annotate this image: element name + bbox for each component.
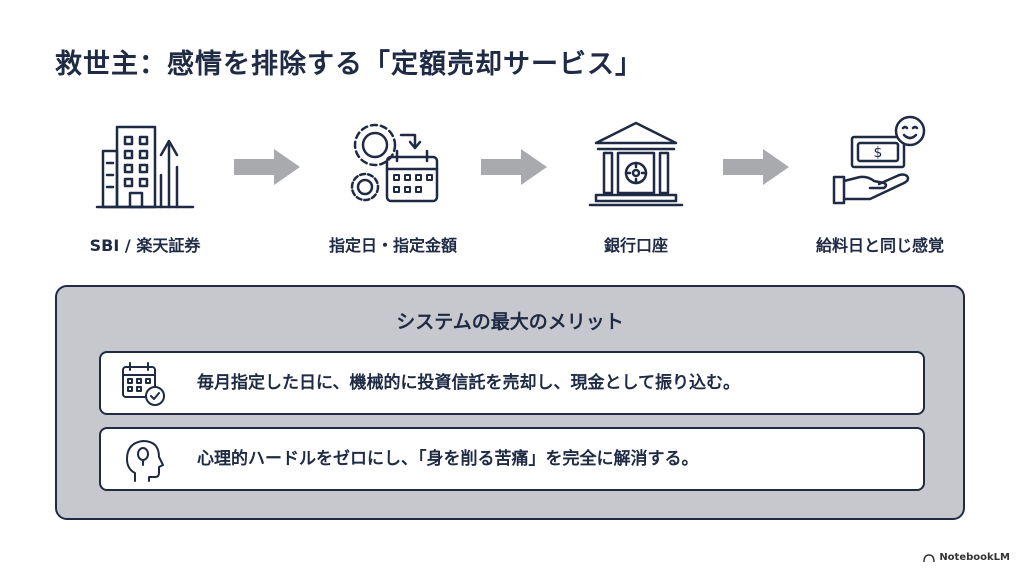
- flow-step-payday: $ 給料日と同じ感覚: [790, 115, 970, 256]
- calendar-check-icon: [119, 361, 167, 407]
- flow-arrow-3: [723, 149, 789, 185]
- flow-arrow-1: [234, 149, 300, 185]
- step-label: 給料日と同じ感覚: [815, 236, 944, 255]
- step-label: 銀行口座: [603, 236, 668, 255]
- notebooklm-logo-icon: [923, 553, 936, 562]
- step-label: SBI / 楽天証券: [89, 236, 201, 255]
- benefit-item: 心理的ハードルをゼロにし、「身を削る苦痛」を完全に解消する。: [99, 427, 925, 491]
- benefit-text: 毎月指定した日に、機械的に投資信託を売却し、現金として振り込む。: [197, 373, 740, 393]
- benefits-panel: システムの最大のメリット 毎月指定した日に、機械的に投資信託を売却し、現金として…: [55, 285, 965, 520]
- benefit-item: 毎月指定した日に、機械的に投資信託を売却し、現金として振り込む。: [99, 351, 925, 415]
- page-title: 救世主：感情を排除する「定額売却サービス」: [55, 49, 643, 80]
- gears-calendar-icon: [343, 115, 443, 210]
- flow-step-schedule: 指定日・指定金額: [303, 115, 483, 256]
- hand-money-smile-icon: $: [830, 115, 930, 210]
- building-icon: [95, 115, 195, 210]
- watermark-text: NotebookLM: [939, 552, 1010, 563]
- svg-text:$: $: [874, 145, 883, 161]
- notebooklm-watermark: NotebookLM: [923, 552, 1010, 563]
- flow-arrow-2: [481, 149, 547, 185]
- flow-step-securities: SBI / 楽天証券: [55, 115, 235, 256]
- bank-icon: [586, 115, 686, 210]
- benefit-text: 心理的ハードルをゼロにし、「身を削る苦痛」を完全に解消する。: [197, 449, 699, 469]
- panel-title: システムの最大のメリット: [396, 311, 624, 333]
- flow-step-bank: 銀行口座: [546, 115, 726, 256]
- head-icon: [119, 437, 167, 483]
- step-label: 指定日・指定金額: [328, 236, 457, 255]
